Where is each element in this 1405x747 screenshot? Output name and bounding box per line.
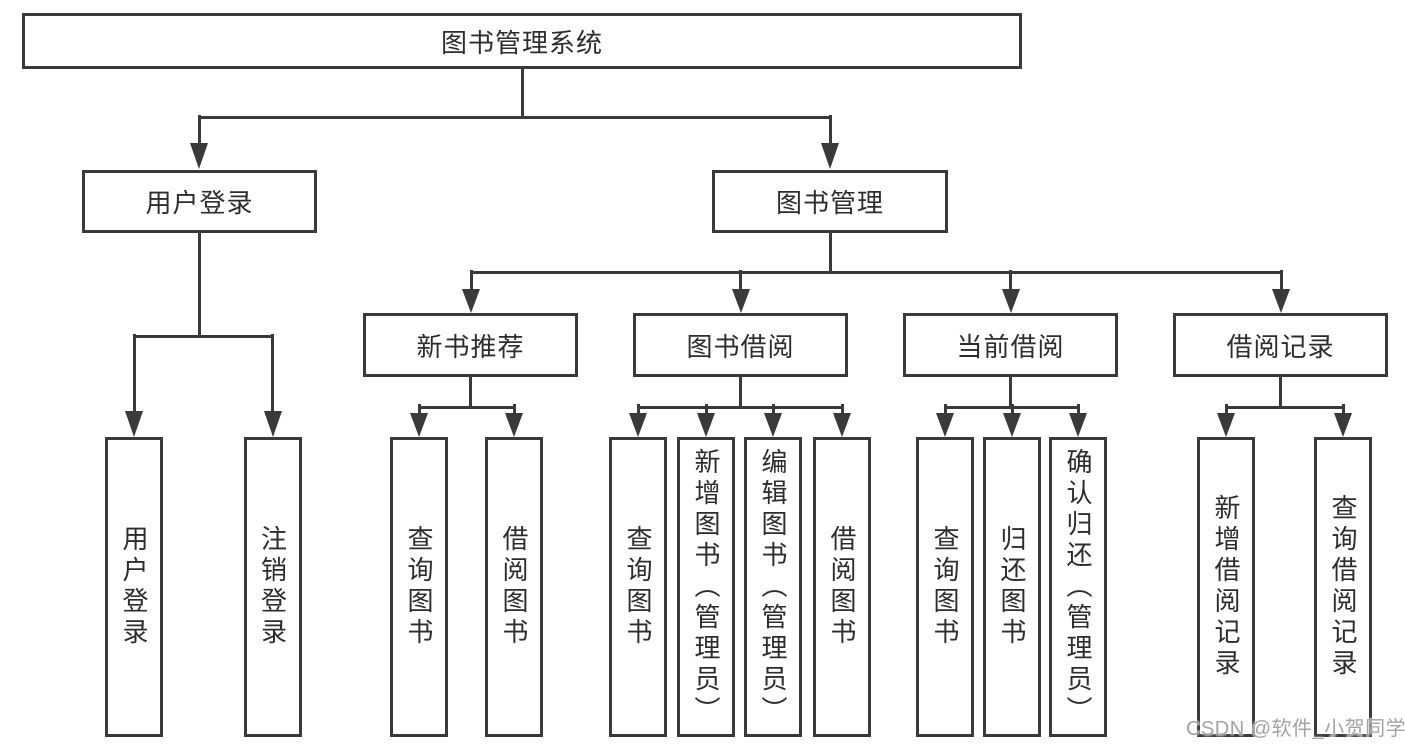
connector-line [132, 334, 274, 338]
connector-line [197, 115, 201, 143]
leaf-add-borrow-record: 新增借阅记录 [1197, 437, 1255, 737]
arrow-down-icon [1069, 413, 1087, 437]
connector-line [636, 405, 844, 409]
arrow-down-icon [1334, 413, 1352, 437]
leaf-edit-book-admin: 编辑图书（管理员） [744, 437, 802, 737]
connector-line [1224, 404, 1228, 413]
leaf-confirm-return-admin-label: 确认归还（管理员） [1063, 447, 1093, 727]
leaf-add-borrow-record-label: 新增借阅记录 [1211, 494, 1241, 680]
connector-line [1076, 404, 1080, 413]
leaf-query-book-label: 查询图书 [623, 525, 653, 649]
connector-line [520, 69, 524, 117]
arrow-down-icon [505, 413, 523, 437]
connector-line [469, 270, 473, 289]
arrow-down-icon [629, 413, 647, 437]
connector-line [132, 334, 136, 411]
arrow-down-icon [410, 413, 428, 437]
connector-line [197, 115, 832, 119]
arrow-down-icon [764, 413, 782, 437]
leaf-confirm-return-admin: 确认归还（管理员） [1049, 437, 1107, 737]
connector-line [828, 115, 832, 143]
leaf-query-book-recommend: 查询图书 [390, 437, 448, 737]
leaf-borrow-book-recommend: 借阅图书 [485, 437, 543, 737]
connector-line [704, 404, 708, 413]
leaf-add-book-admin-label: 新增图书（管理员） [691, 447, 721, 727]
leaf-query-borrow-record-label: 查询借阅记录 [1328, 494, 1358, 680]
connector-line [1224, 405, 1345, 409]
connector-line [417, 405, 516, 409]
leaf-borrow-book: 借阅图书 [813, 437, 871, 737]
leaf-query-book-recommend-label: 查询图书 [404, 525, 434, 649]
leaf-query-book: 查询图书 [609, 437, 667, 737]
leaf-logout-label: 注销登录 [257, 525, 288, 649]
arrow-down-icon [1217, 413, 1235, 437]
leaf-user-login: 用户登录 [105, 437, 163, 737]
node-current-borrow-label: 当前借阅 [956, 331, 1065, 362]
arrow-down-icon [190, 143, 208, 169]
arrow-down-icon [263, 411, 282, 437]
node-new-book-recommend: 新书推荐 [363, 313, 578, 377]
node-book-borrow: 图书借阅 [633, 313, 848, 377]
node-book-management: 图书管理 [712, 170, 948, 233]
connector-line [417, 404, 421, 413]
node-current-borrow: 当前借阅 [903, 313, 1118, 377]
connector-line [1279, 270, 1283, 289]
node-borrow-record-label: 借阅记录 [1226, 331, 1335, 362]
connector-line [271, 334, 274, 411]
leaf-query-borrow-record: 查询借阅记录 [1314, 437, 1372, 737]
connector-line [1341, 404, 1345, 413]
node-book-management-label: 图书管理 [775, 188, 884, 218]
leaf-return-book-label: 归还图书 [997, 525, 1027, 649]
arrow-down-icon [1272, 289, 1290, 313]
arrow-down-icon [697, 413, 715, 437]
arrow-down-icon [125, 411, 143, 437]
arrow-down-icon [833, 413, 851, 437]
connector-line [636, 404, 640, 413]
arrow-down-icon [936, 413, 954, 437]
node-user-login-label: 用户登录 [145, 188, 254, 218]
connector-line [771, 404, 775, 413]
connector-line [840, 404, 844, 413]
leaf-borrow-book-recommend-label: 借阅图书 [499, 525, 529, 649]
connector-line [512, 404, 516, 413]
arrow-down-icon [1003, 413, 1021, 437]
node-new-book-recommend-label: 新书推荐 [416, 331, 525, 362]
connector-line [943, 404, 947, 413]
connector-line [739, 270, 742, 289]
arrow-down-icon [821, 143, 839, 169]
arrow-down-icon [462, 289, 480, 313]
leaf-query-current-book: 查询图书 [916, 437, 974, 737]
connector-line [469, 377, 472, 408]
connector-line [1010, 404, 1014, 413]
connector-line [739, 377, 742, 408]
leaf-query-current-book-label: 查询图书 [930, 525, 960, 649]
connector-line [469, 270, 1283, 274]
node-book-borrow-label: 图书借阅 [686, 331, 795, 362]
arrow-down-icon [1001, 289, 1020, 313]
leaf-logout: 注销登录 [243, 437, 302, 737]
arrow-down-icon [731, 289, 750, 313]
leaf-edit-book-admin-label: 编辑图书（管理员） [758, 447, 788, 727]
connector-line [198, 233, 201, 336]
connector-line [828, 233, 832, 273]
connector-line [1009, 270, 1012, 289]
leaf-borrow-book-label: 借阅图书 [827, 525, 857, 649]
node-root: 图书管理系统 [22, 13, 1022, 69]
node-user-login: 用户登录 [82, 170, 317, 233]
connector-line [1009, 377, 1012, 408]
leaf-add-book-admin: 新增图书（管理员） [677, 437, 735, 737]
leaf-return-book: 归还图书 [983, 437, 1041, 737]
csdn-watermark: CSDN @软件_小贺同学 [1186, 718, 1405, 740]
leaf-user-login-label: 用户登录 [119, 525, 149, 649]
connector-line [1279, 377, 1282, 408]
node-borrow-record: 借阅记录 [1173, 313, 1388, 377]
node-root-label: 图书管理系统 [440, 27, 603, 58]
